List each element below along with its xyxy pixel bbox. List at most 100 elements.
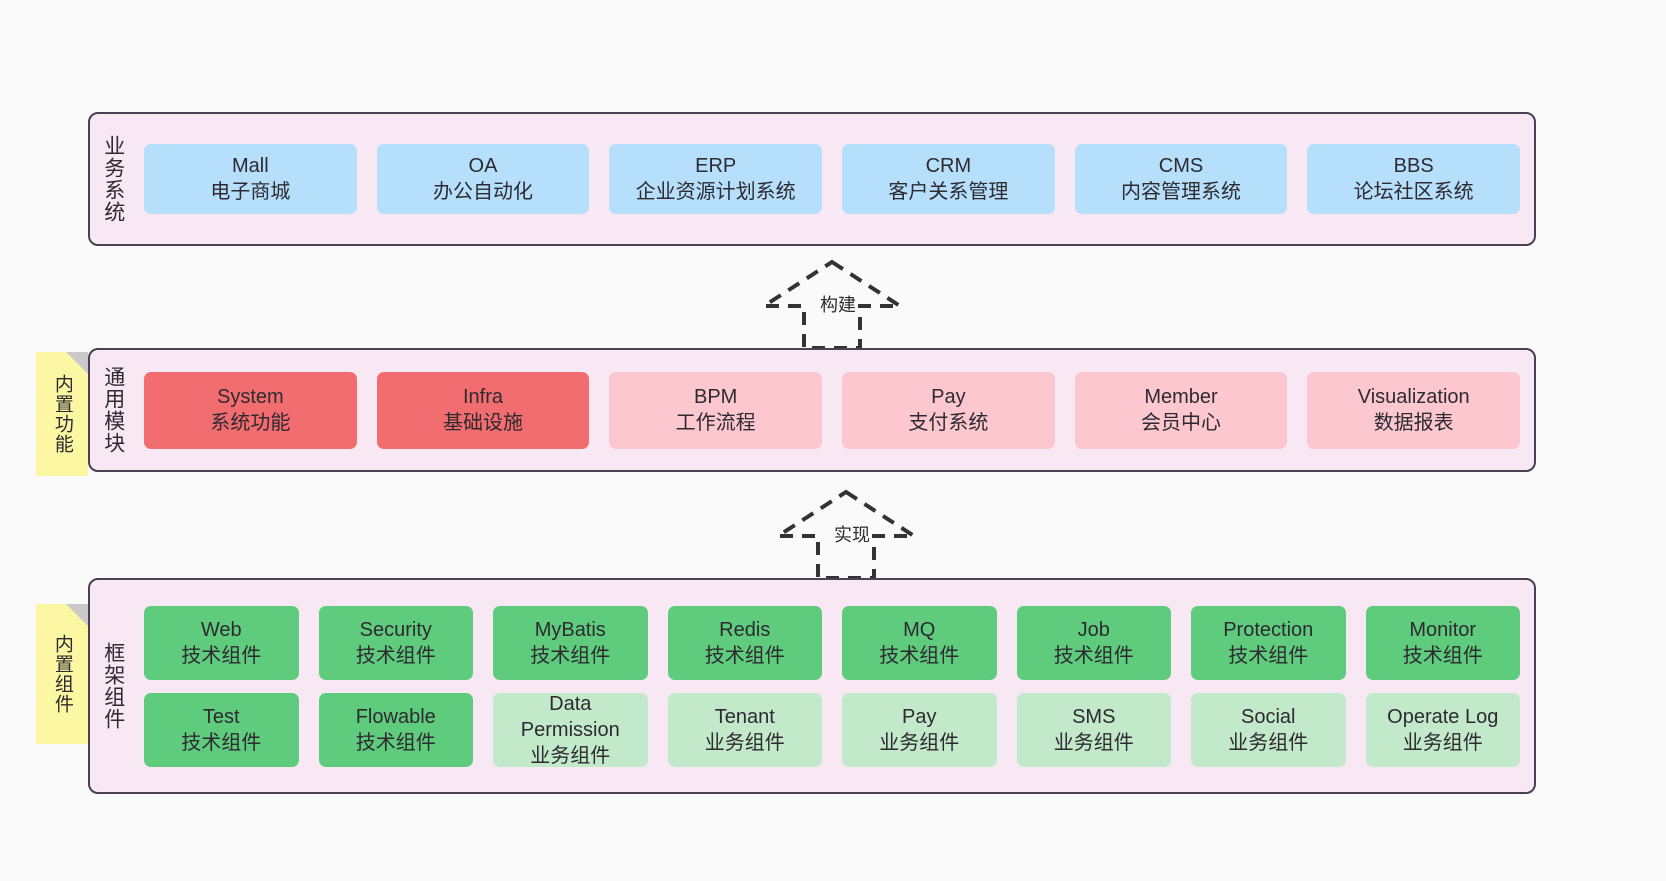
- node-title: Monitor: [1409, 618, 1477, 641]
- node-cms[interactable]: CMS 内容管理系统: [1074, 144, 1288, 214]
- node-title: MyBatis: [534, 618, 606, 641]
- node-subtitle: 支付系统: [908, 412, 989, 434]
- node-subtitle: 技术组件: [1053, 644, 1134, 667]
- node-title: CRM: [925, 155, 972, 177]
- node-subtitle: 技术组件: [879, 644, 960, 667]
- node-title: Security: [359, 618, 432, 641]
- node-operate-log[interactable]: Operate Log 业务组件: [1365, 692, 1520, 767]
- node-title: Protection: [1223, 618, 1314, 641]
- node-sms[interactable]: SMS 业务组件: [1016, 692, 1171, 767]
- node-subtitle: 业务组件: [1053, 731, 1134, 754]
- arrow-label-implement: 实现: [832, 521, 872, 547]
- node-row: System 系统功能 Infra 基础设施 BPM 工作流程 Pay 支付系统…: [144, 371, 1521, 449]
- node-web[interactable]: Web 技术组件: [144, 605, 299, 680]
- node-mall[interactable]: Mall 电子商城: [144, 144, 357, 214]
- layer-title-common: 通用模块: [101, 366, 125, 454]
- arrow-build: 构建: [752, 258, 912, 350]
- node-bpm[interactable]: BPM 工作流程: [609, 371, 823, 449]
- node-title: Web: [200, 618, 242, 641]
- layer-framework-components: 框架组件 Web 技术组件 Security 技术组件 MyBatis 技术组件…: [88, 578, 1536, 794]
- node-subtitle: 会员中心: [1141, 412, 1222, 434]
- node-subtitle: 客户关系管理: [888, 181, 1009, 203]
- node-mq[interactable]: MQ 技术组件: [842, 605, 997, 680]
- node-subtitle: 技术组件: [355, 644, 436, 667]
- arrow-implement: 实现: [766, 488, 926, 580]
- layer-title-framework: 框架组件: [101, 642, 125, 730]
- node-title: Infra: [462, 386, 504, 408]
- layer-body-common: System 系统功能 Infra 基础设施 BPM 工作流程 Pay 支付系统…: [136, 350, 1534, 470]
- sticky-note-builtin-components: 内置组件: [36, 604, 88, 744]
- node-row: Mall 电子商城 OA 办公自动化 ERP 企业资源计划系统 CRM 客户关系…: [144, 144, 1521, 214]
- node-data-permission[interactable]: Data Permission 业务组件: [493, 692, 648, 767]
- node-infra[interactable]: Infra 基础设施: [376, 371, 590, 449]
- node-subtitle: 技术组件: [181, 644, 262, 667]
- node-mybatis[interactable]: MyBatis 技术组件: [493, 605, 648, 680]
- node-job[interactable]: Job 技术组件: [1016, 605, 1171, 680]
- arrow-label-build: 构建: [818, 291, 858, 317]
- node-subtitle: 技术组件: [355, 731, 436, 754]
- node-system[interactable]: System 系统功能: [144, 371, 357, 449]
- node-row: Test 技术组件 Flowable 技术组件 Data Permission …: [144, 692, 1520, 767]
- node-subtitle: 业务组件: [879, 731, 960, 754]
- layer-title-business: 业务系统: [101, 135, 125, 223]
- node-subtitle: 数据报表: [1373, 412, 1454, 434]
- sticky-note-label: 内置功能: [51, 374, 73, 454]
- page-fold-icon: [66, 352, 88, 374]
- node-member[interactable]: Member 会员中心: [1074, 371, 1288, 449]
- node-title: Mall: [232, 155, 269, 177]
- node-subtitle: 技术组件: [704, 644, 785, 667]
- node-subtitle: 业务组件: [1402, 731, 1483, 754]
- node-title: Operate Log: [1387, 705, 1499, 728]
- dashed-hollow-arrow-icon: [757, 259, 907, 350]
- layer-body-framework: Web 技术组件 Security 技术组件 MyBatis 技术组件 Redi…: [136, 580, 1534, 792]
- node-title: ERP: [695, 155, 737, 177]
- node-title: OA: [468, 155, 498, 177]
- node-title: BPM: [694, 386, 738, 408]
- node-title: Data Permission: [520, 692, 620, 741]
- node-subtitle: 工作流程: [675, 412, 756, 434]
- node-crm[interactable]: CRM 客户关系管理: [842, 144, 1055, 214]
- node-flowable[interactable]: Flowable 技术组件: [318, 692, 473, 767]
- node-pay[interactable]: Pay 支付系统: [842, 371, 1055, 449]
- node-subtitle: 业务组件: [1228, 731, 1309, 754]
- node-redis[interactable]: Redis 技术组件: [667, 605, 822, 680]
- node-title: MQ: [903, 618, 936, 641]
- node-subtitle: 技术组件: [1228, 644, 1309, 667]
- node-subtitle: 内容管理系统: [1121, 181, 1242, 203]
- node-test[interactable]: Test 技术组件: [144, 692, 299, 767]
- node-security[interactable]: Security 技术组件: [318, 605, 473, 680]
- node-social[interactable]: Social 业务组件: [1191, 692, 1346, 767]
- node-title: Member: [1144, 386, 1218, 408]
- node-title: System: [216, 386, 284, 408]
- node-subtitle: 论坛社区系统: [1353, 181, 1474, 203]
- node-visualization[interactable]: Visualization 数据报表: [1307, 371, 1521, 449]
- page-fold-icon: [66, 604, 88, 626]
- sticky-note-builtin-features: 内置功能: [36, 352, 88, 476]
- node-pay-business[interactable]: Pay 业务组件: [842, 692, 997, 767]
- node-title: Job: [1077, 618, 1110, 641]
- node-title: Visualization: [1357, 386, 1470, 408]
- node-subtitle: 技术组件: [181, 731, 262, 754]
- node-title: Pay: [902, 705, 937, 728]
- node-subtitle: 基础设施: [443, 412, 523, 434]
- node-subtitle: 技术组件: [1402, 644, 1483, 667]
- node-bbs[interactable]: BBS 论坛社区系统: [1307, 144, 1521, 214]
- node-title: Test: [202, 705, 240, 728]
- node-monitor[interactable]: Monitor 技术组件: [1365, 605, 1520, 680]
- layer-body-business: Mall 电子商城 OA 办公自动化 ERP 企业资源计划系统 CRM 客户关系…: [136, 114, 1534, 244]
- node-title: BBS: [1393, 155, 1434, 177]
- node-oa[interactable]: OA 办公自动化: [376, 144, 590, 214]
- node-row: Web 技术组件 Security 技术组件 MyBatis 技术组件 Redi…: [144, 605, 1520, 680]
- node-title: Pay: [931, 386, 966, 408]
- node-subtitle: 企业资源计划系统: [635, 181, 796, 203]
- node-tenant[interactable]: Tenant 业务组件: [667, 692, 822, 767]
- sticky-note-label: 内置组件: [51, 634, 73, 714]
- layer-common-modules: 通用模块 System 系统功能 Infra 基础设施 BPM 工作流程 Pay…: [88, 348, 1536, 472]
- node-subtitle: 业务组件: [530, 744, 611, 767]
- node-protection[interactable]: Protection 技术组件: [1191, 605, 1346, 680]
- node-subtitle: 办公自动化: [433, 181, 533, 203]
- node-erp[interactable]: ERP 企业资源计划系统: [609, 144, 823, 214]
- dashed-hollow-arrow-icon: [771, 489, 921, 580]
- layer-business-systems: 业务系统 Mall 电子商城 OA 办公自动化 ERP 企业资源计划系统 CRM…: [88, 112, 1536, 246]
